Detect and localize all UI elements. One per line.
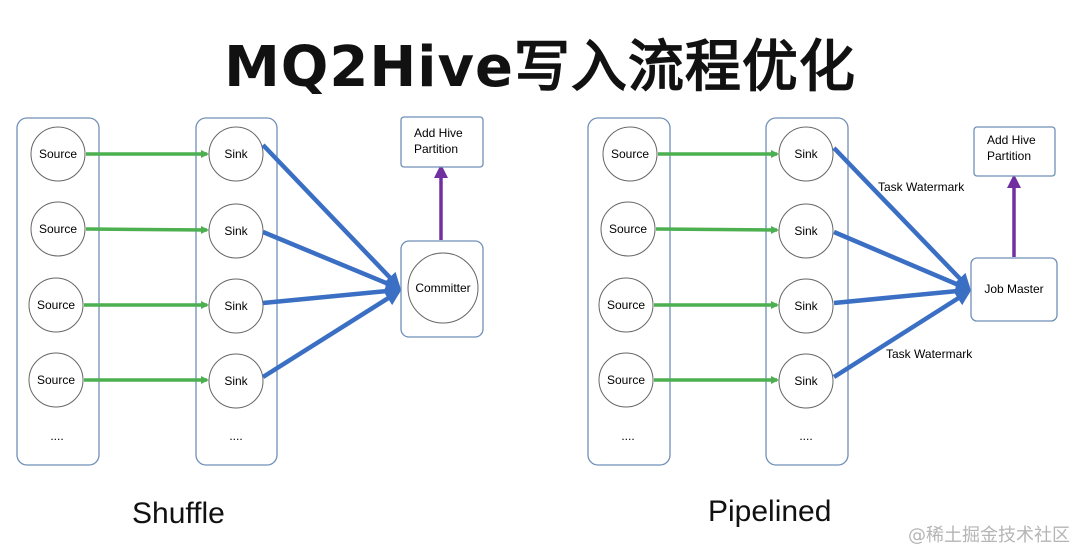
pipelined-blue-arrow [833, 283, 972, 306]
shuffle-green-arrow [85, 225, 209, 234]
pipelined-source-node: Source [598, 352, 654, 408]
svg-text:Source: Source [607, 298, 645, 312]
shuffle-sink-ellipsis: .... [229, 429, 242, 443]
svg-text:Source: Source [607, 373, 645, 387]
shuffle-committer-label: Committer [415, 281, 470, 295]
pipelined-sink-node: Sink [778, 353, 834, 409]
pipelined-blue-arrow [832, 146, 971, 290]
shuffle-source-ellipsis: .... [50, 429, 63, 443]
shuffle-diagram: Source Source Source Source .... Sink Si… [16, 116, 484, 466]
pipelined-sink-node: Sink [778, 126, 834, 182]
pipelined-source-node: Source [600, 201, 656, 257]
task-watermark-label-bottom: Task Watermark [886, 347, 973, 361]
pipelined-add-hive-label: Add Hive [987, 133, 1036, 147]
pipelined-diagram: Source Source Source Source .... Sink Si… [587, 117, 1058, 466]
site-watermark: @稀土掘金技术社区 [908, 525, 1070, 546]
svg-text:Sink: Sink [224, 374, 248, 388]
pipelined-sink-node: Sink [778, 203, 834, 259]
svg-text:Sink: Sink [224, 299, 248, 313]
shuffle-source-node: Source [28, 352, 84, 408]
shuffle-source-node: Source [28, 277, 84, 333]
shuffle-sink-node: Sink [208, 353, 264, 409]
pipelined-green-arrow [655, 225, 779, 234]
svg-text:Sink: Sink [224, 224, 248, 238]
pipelined-sink-node: Sink [778, 278, 834, 334]
svg-text:Sink: Sink [794, 374, 818, 388]
pipelined-add-hive-partition-box [973, 126, 1056, 177]
shuffle-add-hive-partition-box [400, 116, 484, 168]
shuffle-blue-arrow [262, 229, 402, 291]
shuffle-add-hive-label: Add Hive [414, 126, 463, 140]
shuffle-blue-arrow [261, 143, 401, 289]
task-watermark-label-top: Task Watermark [878, 180, 965, 194]
job-master-label: Job Master [984, 282, 1043, 296]
shuffle-sink-node: Sink [208, 278, 264, 334]
svg-text:Sink: Sink [794, 147, 818, 161]
pipelined-sink-ellipsis: .... [799, 429, 812, 443]
pipelined-caption: Pipelined [708, 495, 832, 528]
page-title: MQ2Hive写入流程优化 [224, 35, 856, 100]
pipelined-blue-arrow [833, 229, 972, 292]
svg-text:Source: Source [39, 222, 77, 236]
shuffle-source-node: Source [30, 201, 86, 257]
shuffle-sink-node: Sink [208, 126, 264, 182]
svg-text:Source: Source [611, 147, 649, 161]
pipelined-blue-arrow [832, 289, 972, 379]
svg-text:Source: Source [37, 298, 75, 312]
shuffle-sink-node: Sink [208, 203, 264, 259]
shuffle-partition-label: Partition [414, 142, 458, 156]
pipelined-partition-label: Partition [987, 149, 1031, 163]
svg-text:Sink: Sink [794, 299, 818, 313]
shuffle-caption: Shuffle [132, 497, 225, 530]
pipelined-source-node: Source [602, 126, 658, 182]
pipelined-source-node: Source [598, 277, 654, 333]
shuffle-blue-arrow [261, 289, 402, 379]
svg-text:Sink: Sink [224, 147, 248, 161]
shuffle-source-node: Source [30, 126, 86, 182]
job-master-box [970, 257, 1058, 322]
svg-text:Source: Source [609, 222, 647, 236]
shuffle-blue-arrow [262, 283, 402, 306]
svg-text:Sink: Sink [794, 224, 818, 238]
pipelined-source-ellipsis: .... [621, 429, 634, 443]
svg-text:Source: Source [37, 373, 75, 387]
svg-text:Source: Source [39, 147, 77, 161]
